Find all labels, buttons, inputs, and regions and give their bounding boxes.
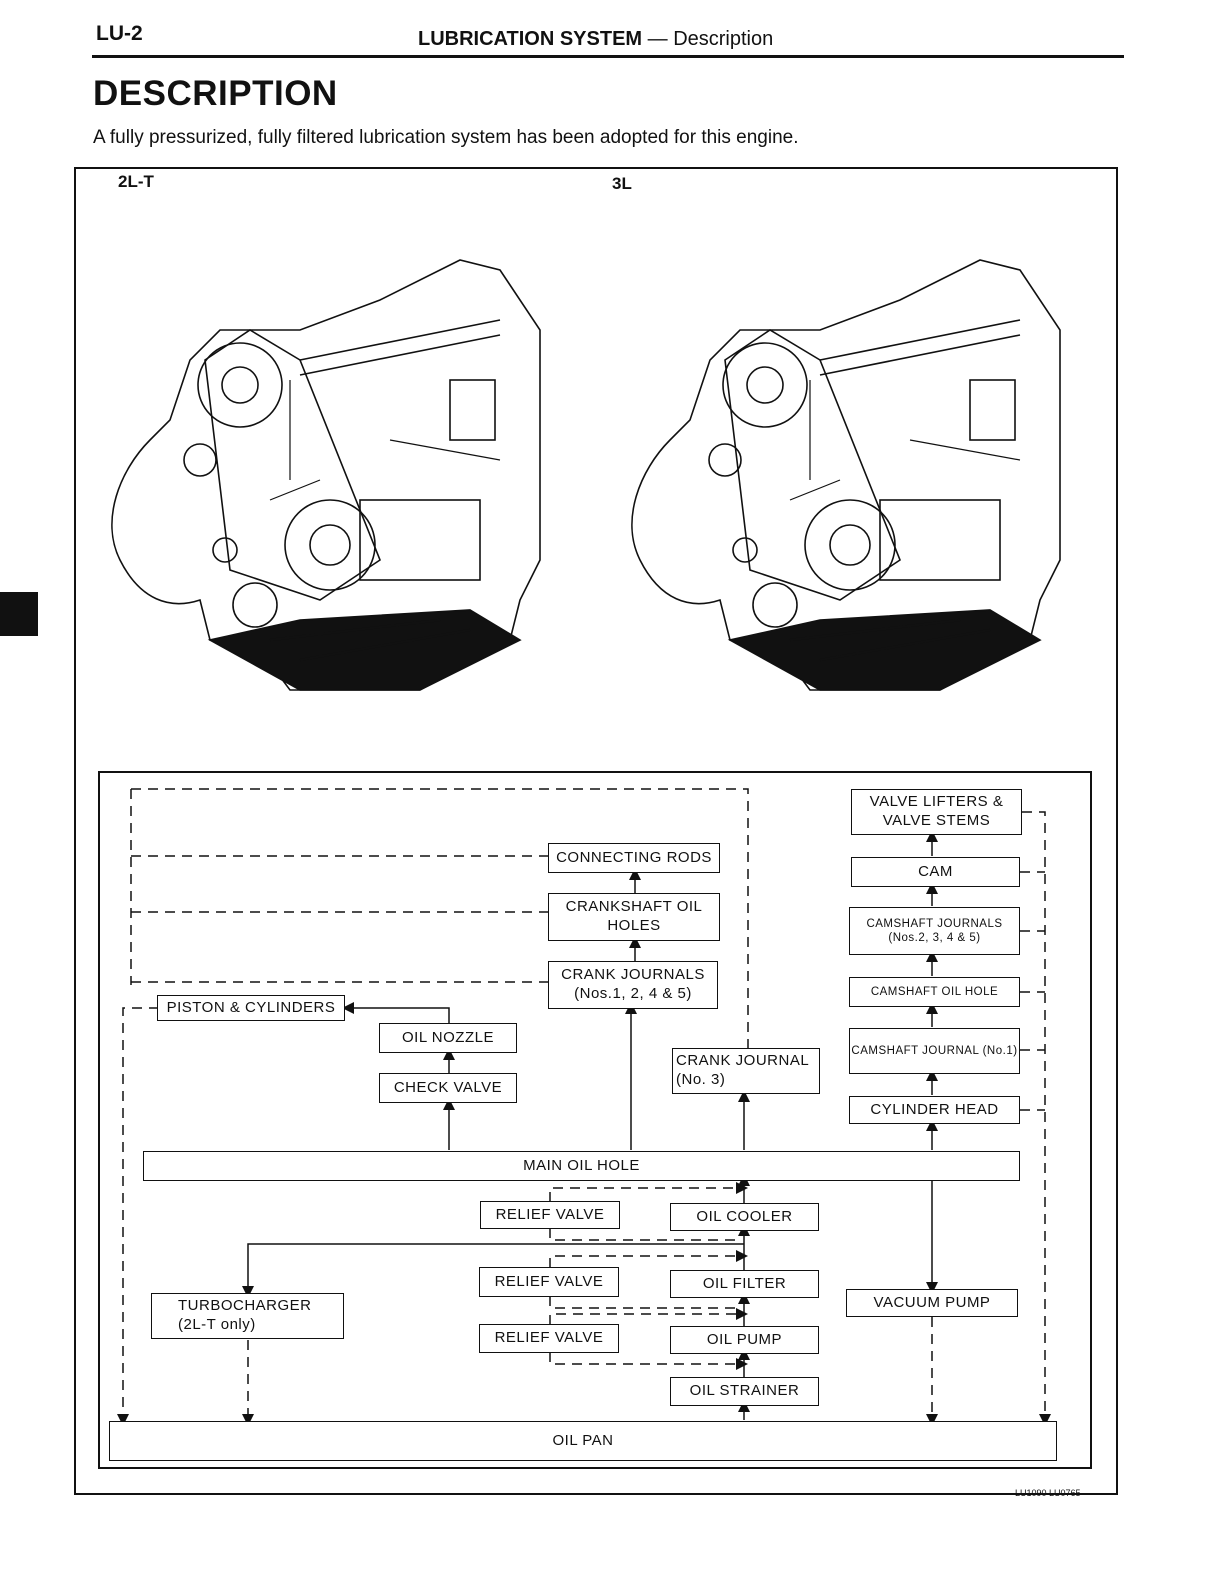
crank-journals-box: CRANK JOURNALS (Nos.1, 2, 4 & 5) — [548, 961, 718, 1009]
oil-pan-box: OIL PAN — [109, 1421, 1057, 1461]
engine-3l-illustration — [631, 259, 1061, 691]
running-header: LUBRICATION SYSTEM — Description — [418, 28, 773, 51]
connecting-rods-box: CONNECTING RODS — [548, 843, 720, 873]
piston-cylinders-box: PISTON & CYLINDERS — [157, 995, 345, 1021]
engine-2lt-illustration — [111, 259, 541, 691]
vacuum-pump-box: VACUUM PUMP — [846, 1289, 1018, 1317]
camshaft-journals-box: CAMSHAFT JOURNALS (Nos.2, 3, 4 & 5) — [849, 907, 1020, 955]
oil-filter-box: OIL FILTER — [670, 1270, 819, 1298]
section-tab — [0, 592, 38, 636]
camshaft-oil-hole-box: CAMSHAFT OIL HOLE — [849, 977, 1020, 1007]
subsection-title: — Description — [647, 28, 774, 50]
oil-cooler-box: OIL COOLER — [670, 1203, 819, 1231]
intro-paragraph: A fully pressurized, fully filtered lubr… — [93, 127, 799, 148]
main-oil-hole-box: MAIN OIL HOLE — [143, 1151, 1020, 1181]
oil-strainer-box: OIL STRAINER — [670, 1377, 819, 1406]
camshaft-journal-1-box: CAMSHAFT JOURNAL (No.1) — [849, 1028, 1020, 1074]
page-title: DESCRIPTION — [93, 74, 338, 113]
oil-nozzle-box: OIL NOZZLE — [379, 1023, 517, 1053]
check-valve-box: CHECK VALVE — [379, 1073, 517, 1103]
engine-label-2lt: 2L-T — [118, 172, 154, 191]
header-rule — [92, 55, 1124, 58]
flow-dashed-returns — [117, 788, 1051, 1426]
cam-box: CAM — [851, 857, 1020, 887]
turbocharger-box: TURBOCHARGER (2L-T only) — [151, 1293, 344, 1339]
engine-label-3l: 3L — [612, 174, 632, 193]
crank-journal-3-box: CRANK JOURNAL (No. 3) — [672, 1048, 820, 1094]
figure-code: LU1090 LU0765 — [1015, 1488, 1081, 1498]
relief-valve-3-box: RELIEF VALVE — [479, 1324, 619, 1353]
flowchart-frame — [98, 771, 1092, 1469]
figure-frame — [74, 167, 1118, 1495]
oil-pump-box: OIL PUMP — [670, 1326, 819, 1354]
flow-solid-supply — [242, 830, 938, 1420]
cylinder-head-box: CYLINDER HEAD — [849, 1096, 1020, 1124]
page-number: LU-2 — [96, 22, 143, 45]
relief-valve-2-box: RELIEF VALVE — [479, 1267, 619, 1297]
section-title: LUBRICATION SYSTEM — [418, 28, 643, 50]
crankshaft-oil-holes-box: CRANKSHAFT OIL HOLES — [548, 893, 720, 941]
relief-valve-1-box: RELIEF VALVE — [480, 1201, 620, 1229]
valve-lifters-box: VALVE LIFTERS & VALVE STEMS — [851, 789, 1022, 835]
